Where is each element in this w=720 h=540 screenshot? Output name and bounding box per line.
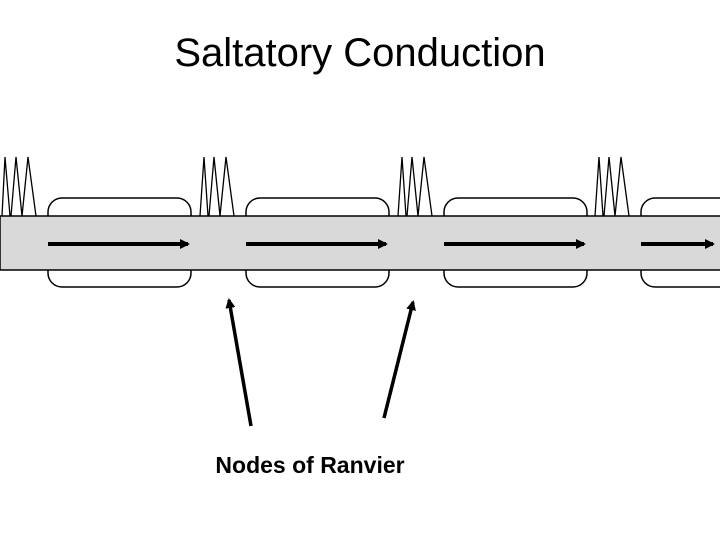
spike-group	[594, 156, 630, 217]
spike-group	[397, 156, 433, 217]
spike-group	[199, 156, 235, 217]
node-pointer-arrow	[225, 298, 253, 427]
spike-group	[1, 156, 37, 217]
node-pointers	[225, 298, 416, 427]
node-pointer-arrow	[382, 300, 416, 419]
action-potential-spikes	[1, 156, 630, 217]
slide-title: Saltatory Conduction	[174, 31, 546, 75]
nodes-of-ranvier-label: Nodes of Ranvier	[215, 452, 405, 478]
